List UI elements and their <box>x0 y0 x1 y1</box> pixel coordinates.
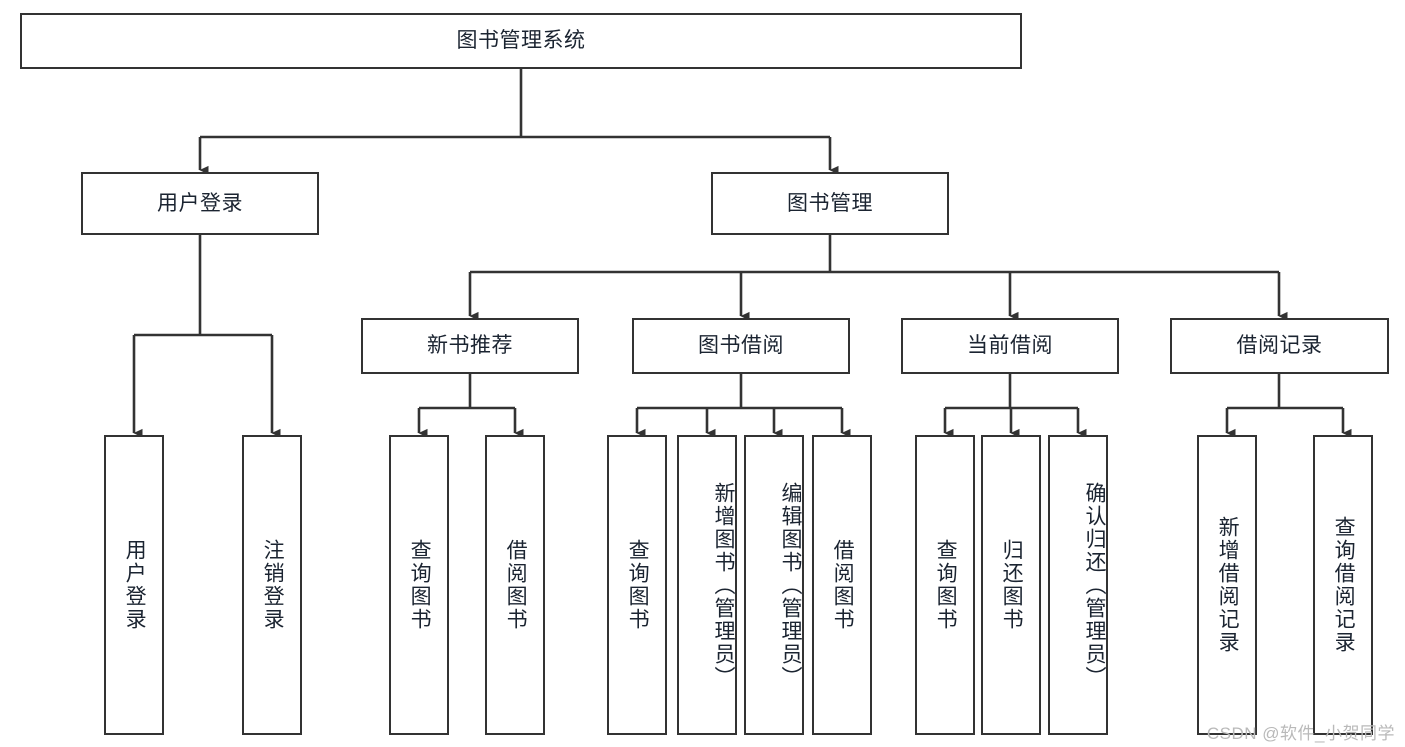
leaf-node-借阅图书-7: 借阅图书 <box>812 435 872 735</box>
node-label: 用户登录 <box>157 191 243 215</box>
level2-node-当前借阅-2: 当前借阅 <box>901 318 1119 374</box>
node-label: 图书管理系统 <box>456 29 586 53</box>
node-label: 借阅记录 <box>1236 334 1323 358</box>
node-label: 图书管理 <box>787 191 873 215</box>
leaf-node-归还图书-9: 归还图书 <box>981 435 1041 735</box>
level1-node-图书管理-1: 图书管理 <box>711 172 949 235</box>
node-label: 查询图书 <box>626 539 650 631</box>
leaf-node-查询图书-2: 查询图书 <box>389 435 449 735</box>
leaf-node-新增图书管理员-5: 新增图书（管理员） <box>677 435 737 735</box>
node-label: 图书借阅 <box>698 334 784 358</box>
node-label: 借阅图书 <box>831 539 855 631</box>
level2-node-借阅记录-3: 借阅记录 <box>1170 318 1389 374</box>
node-label: 新增图书（管理员） <box>712 481 735 689</box>
watermark-label: CSDN @软件_小贺同学 <box>1206 724 1395 743</box>
node-label: 新增借阅记录 <box>1216 516 1240 654</box>
root-node-图书管理系统-0: 图书管理系统 <box>20 13 1022 69</box>
node-label: 查询借阅记录 <box>1332 516 1356 654</box>
node-label: 当前借阅 <box>967 334 1053 358</box>
node-label: 编辑图书（管理员） <box>779 481 802 689</box>
leaf-node-用户登录-0: 用户登录 <box>104 435 164 735</box>
leaf-node-编辑图书管理员-6: 编辑图书（管理员） <box>744 435 804 735</box>
leaf-node-新增借阅记录-11: 新增借阅记录 <box>1197 435 1257 735</box>
leaf-node-查询借阅记录-12: 查询借阅记录 <box>1313 435 1373 735</box>
node-label: 查询图书 <box>408 539 432 631</box>
leaf-node-注销登录-1: 注销登录 <box>242 435 302 735</box>
level2-node-图书借阅-1: 图书借阅 <box>632 318 850 374</box>
leaf-node-确认归还管理员-10: 确认归还（管理员） <box>1048 435 1108 735</box>
node-label: 确认归还（管理员） <box>1083 481 1106 689</box>
node-label: 查询图书 <box>934 539 958 631</box>
leaf-node-查询图书-8: 查询图书 <box>915 435 975 735</box>
level2-node-新书推荐-0: 新书推荐 <box>361 318 579 374</box>
node-label: 新书推荐 <box>427 334 513 358</box>
node-label: 借阅图书 <box>504 539 528 631</box>
level1-node-用户登录-0: 用户登录 <box>81 172 319 235</box>
leaf-node-查询图书-4: 查询图书 <box>607 435 667 735</box>
node-label: 用户登录 <box>123 539 147 631</box>
node-label: 归还图书 <box>1000 539 1024 631</box>
node-label: 注销登录 <box>261 539 285 631</box>
leaf-node-借阅图书-3: 借阅图书 <box>485 435 545 735</box>
